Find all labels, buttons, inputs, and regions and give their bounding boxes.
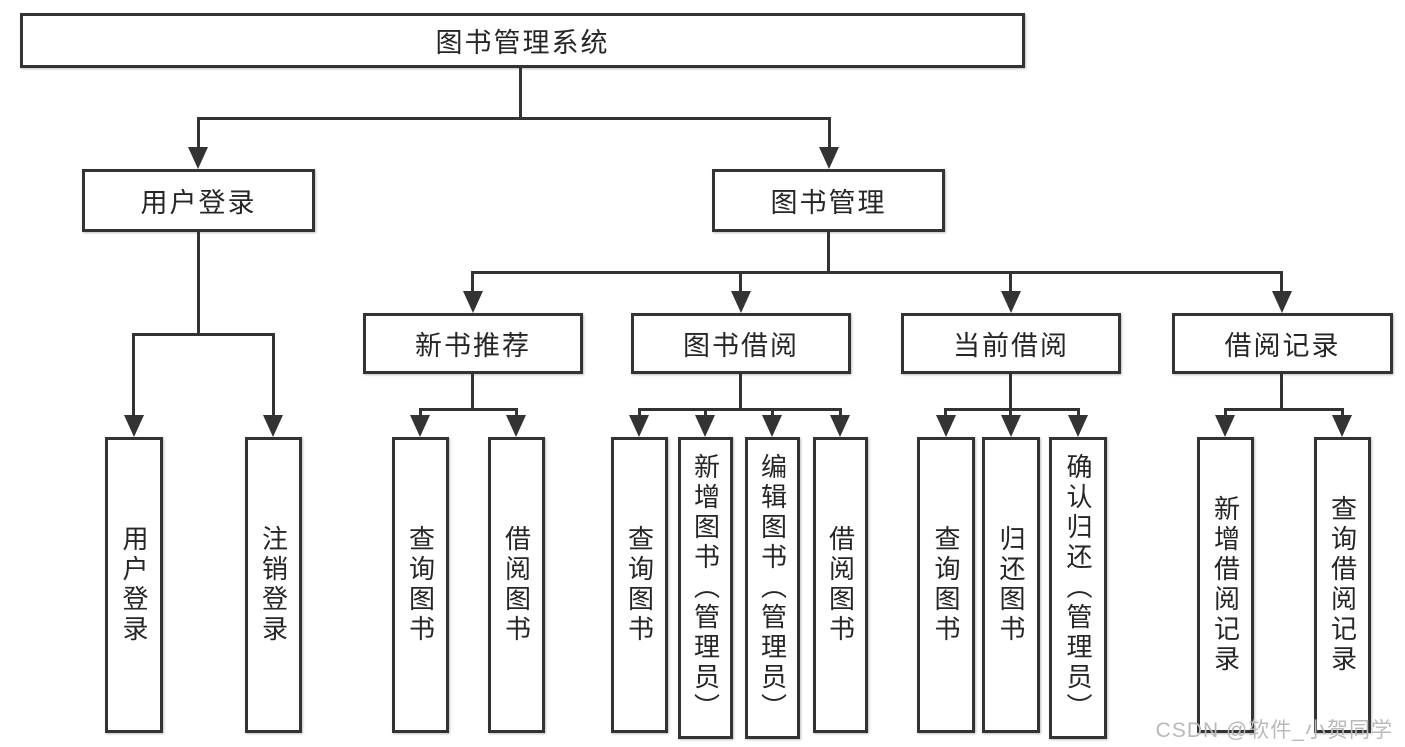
connector-line	[515, 408, 518, 420]
connector-line	[1224, 408, 1227, 420]
connector-line	[1280, 271, 1283, 293]
arrow-down-icon	[830, 415, 850, 437]
connector-line	[1009, 271, 1012, 293]
arrow-down-icon	[819, 147, 839, 169]
node-book-management: 图书管理	[712, 169, 945, 232]
connector-line	[739, 374, 742, 411]
arrow-down-icon	[762, 415, 782, 437]
connector-line	[471, 271, 1283, 274]
node-new-book-recommendation: 新书推荐	[363, 313, 583, 374]
arrow-down-icon	[1001, 415, 1021, 437]
connector-line	[197, 232, 200, 336]
connector-line	[519, 68, 522, 120]
arrow-down-icon	[124, 415, 144, 437]
leaf-borrow-books-recommend: 借阅图书	[488, 437, 545, 733]
connector-line	[827, 232, 830, 274]
arrow-down-icon	[936, 415, 956, 437]
arrow-down-icon	[629, 415, 649, 437]
arrow-down-icon	[410, 415, 430, 437]
connector-line	[839, 408, 842, 420]
arrow-down-icon	[188, 147, 208, 169]
connector-line	[828, 117, 831, 149]
leaf-edit-books-admin: 编辑图书（管理员）	[745, 437, 800, 739]
connector-line	[739, 271, 742, 293]
leaf-logout: 注销登录	[245, 437, 302, 733]
arrow-down-icon	[463, 291, 483, 313]
leaf-add-books-admin: 新增图书（管理员）	[678, 437, 733, 739]
arrow-down-icon	[1001, 291, 1021, 313]
connector-line	[471, 374, 474, 411]
connector-line	[771, 408, 774, 420]
node-current-borrowing: 当前借阅	[901, 313, 1121, 374]
connector-line	[132, 333, 135, 417]
leaf-query-books-borrowing: 查询图书	[611, 437, 668, 733]
arrow-down-icon	[1068, 415, 1088, 437]
connector-line	[197, 117, 831, 120]
leaf-return-books: 归还图书	[982, 437, 1040, 733]
connector-line	[419, 408, 518, 411]
leaf-query-borrow-record: 查询借阅记录	[1314, 437, 1371, 733]
leaf-user-login: 用户登录	[105, 437, 163, 733]
node-book-borrowing: 图书借阅	[631, 313, 851, 374]
arrow-down-icon	[263, 415, 283, 437]
arrow-down-icon	[1215, 415, 1235, 437]
leaf-borrow-books: 借阅图书	[813, 437, 868, 733]
connector-line	[1341, 408, 1344, 420]
connector-line	[944, 408, 1080, 411]
leaf-query-books-recommend: 查询图书	[392, 437, 449, 733]
node-borrowing-records: 借阅记录	[1172, 313, 1393, 374]
connector-line	[272, 333, 275, 417]
node-library-management-system: 图书管理系统	[20, 13, 1025, 68]
connector-line	[419, 408, 422, 420]
connector-line	[944, 408, 947, 420]
leaf-add-borrow-record: 新增借阅记录	[1197, 437, 1254, 733]
arrow-down-icon	[1272, 291, 1292, 313]
leaf-query-books-current: 查询图书	[917, 437, 975, 733]
connector-line	[471, 271, 474, 293]
connector-line	[1009, 408, 1012, 420]
arrow-down-icon	[695, 415, 715, 437]
arrow-down-icon	[1332, 415, 1352, 437]
csdn-watermark: CSDN @软件_小贺同学	[1155, 719, 1393, 742]
arrow-down-icon	[506, 415, 526, 437]
node-user-login: 用户登录	[82, 169, 315, 232]
connector-line	[1280, 374, 1283, 411]
connector-line	[638, 408, 842, 411]
connector-line	[1009, 374, 1012, 411]
connector-line	[132, 333, 275, 336]
connector-line	[638, 408, 641, 420]
connector-line	[704, 408, 707, 420]
connector-line	[197, 117, 200, 149]
arrow-down-icon	[731, 291, 751, 313]
connector-line	[1224, 408, 1344, 411]
leaf-confirm-return-admin: 确认归还（管理员）	[1049, 437, 1107, 739]
connector-line	[1077, 408, 1080, 420]
